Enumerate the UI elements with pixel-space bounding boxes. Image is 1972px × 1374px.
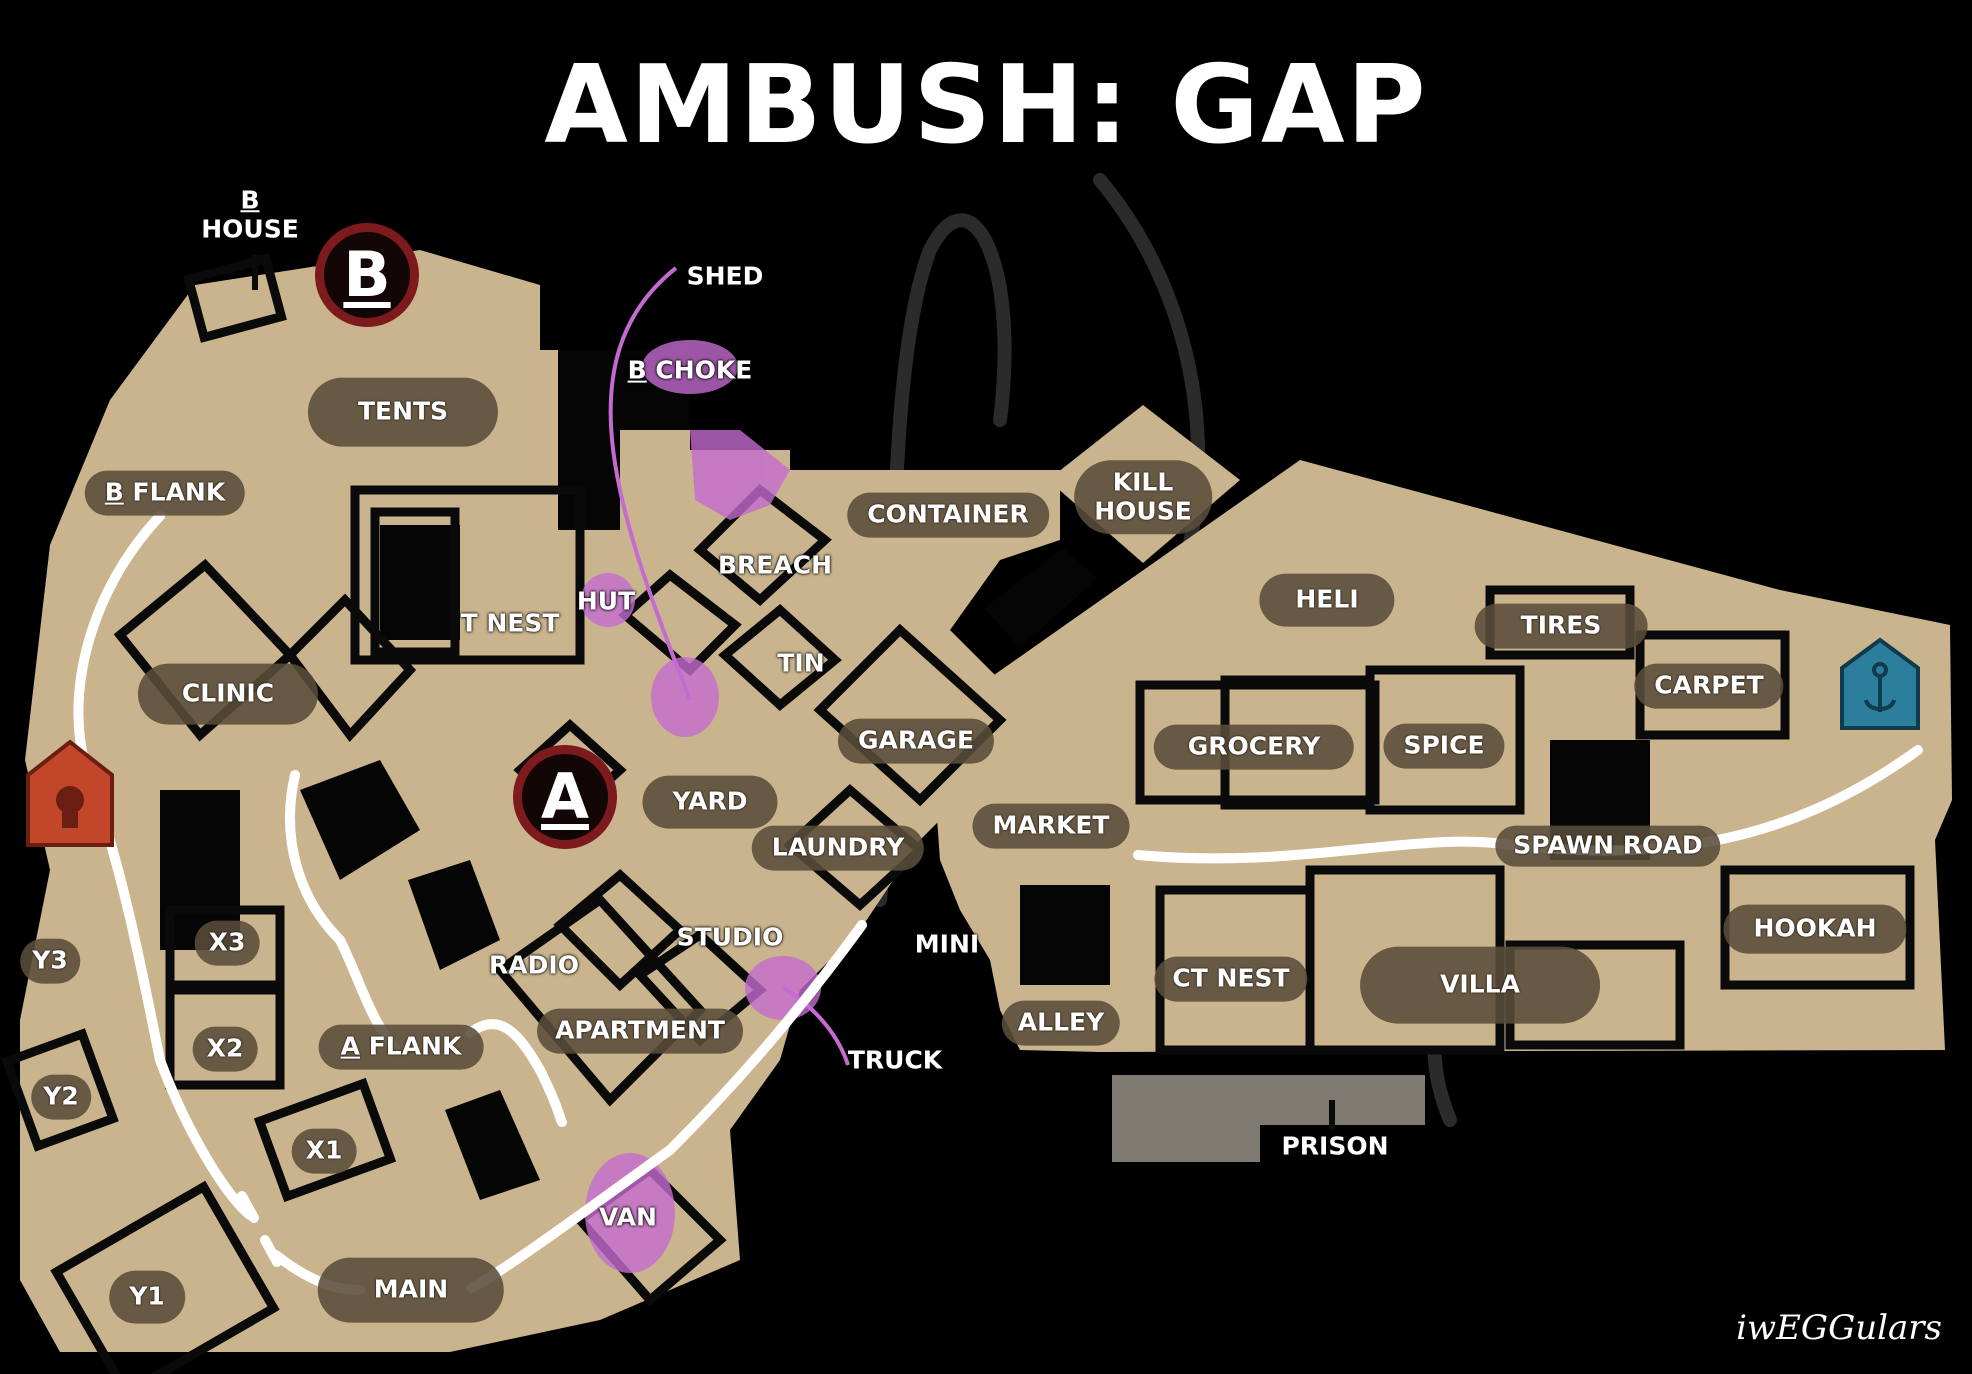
callout-spice: SPICE <box>1383 723 1505 769</box>
callout-breach: BREACH <box>717 550 833 580</box>
callout-kill-house: KILL HOUSE <box>1074 460 1212 534</box>
void-blocks <box>160 350 1650 1200</box>
bombsite-a-letter: A <box>541 760 589 833</box>
bombsite-b-letter: B <box>343 238 391 311</box>
callout-mini: MINI <box>914 929 980 959</box>
callout-b-flank: B FLANK <box>84 470 246 516</box>
callout-hookah: HOOKAH <box>1723 904 1907 954</box>
bombsite-a-marker: A <box>513 745 617 849</box>
callout-van: VAN <box>599 1202 657 1232</box>
callout-carpet: CARPET <box>1634 663 1784 709</box>
callout-y2: Y2 <box>31 1074 91 1120</box>
callout-shed: SHED <box>686 261 764 291</box>
callout-clinic: CLINIC <box>137 663 319 725</box>
callout-laundry: LAUNDRY <box>751 825 925 871</box>
callout-b-house-letter: B <box>240 185 260 215</box>
callout-main: MAIN <box>317 1257 505 1323</box>
callout-grocery: GROCERY <box>1153 724 1355 770</box>
callout-hut: HUT <box>576 586 636 616</box>
callout-villa: VILLA <box>1360 946 1600 1024</box>
house-skull-icon <box>26 739 114 847</box>
callout-x2: X2 <box>192 1026 258 1072</box>
callout-x1: X1 <box>291 1128 357 1174</box>
callout-b-flank-letter: B <box>104 477 124 507</box>
callout-b-choke-letter: B <box>627 355 647 385</box>
callout-studio: STUDIO <box>676 922 784 952</box>
callout-x3: X3 <box>194 920 260 966</box>
callout-y1: Y1 <box>109 1270 185 1324</box>
callout-tires: TIRES <box>1474 603 1648 649</box>
callout-y3: Y3 <box>20 938 80 984</box>
callout-tents: TENTS <box>307 377 499 447</box>
callout-garage: GARAGE <box>837 718 995 764</box>
callout-b-choke-word: CHOKE <box>646 355 753 385</box>
map-title: AMBUSH: GAP <box>544 43 1428 168</box>
callout-b-house: B HOUSE <box>201 185 299 244</box>
callout-a-flank: A FLANK <box>318 1024 484 1070</box>
callout-b-house-word: HOUSE <box>201 214 299 243</box>
callout-a-flank-letter: A <box>340 1031 360 1061</box>
callout-truck: TRUCK <box>847 1045 943 1075</box>
prison-strip <box>1112 1075 1425 1162</box>
callout-spawn-road: SPAWN ROAD <box>1495 825 1721 867</box>
callout-radio: RADIO <box>489 950 579 980</box>
callout-kill-house-line2: HOUSE <box>1094 496 1192 525</box>
callout-leaders <box>608 266 850 1066</box>
bombsite-b-marker: B <box>315 223 419 327</box>
callout-prison: PRISON <box>1281 1131 1389 1161</box>
callout-b-flank-word: FLANK <box>123 477 226 507</box>
callout-a-flank-word: FLANK <box>360 1031 462 1061</box>
callout-apartment: APARTMENT <box>537 1008 743 1054</box>
callout-pointers <box>252 255 1335 1130</box>
house-anchor-icon <box>1840 637 1920 730</box>
callout-kill-house-line1: KILL <box>1112 467 1174 497</box>
callout-yard: YARD <box>642 775 778 829</box>
callout-market: MARKET <box>972 803 1130 849</box>
choke-highlights <box>581 340 821 1273</box>
callout-ct-nest: CT NEST <box>1154 956 1308 1002</box>
callout-tin: TIN <box>777 648 825 678</box>
callout-heli: HELI <box>1259 573 1395 627</box>
callout-t-nest: T NEST <box>460 608 560 638</box>
callout-alley: ALLEY <box>1001 1000 1121 1046</box>
callout-b-choke: B CHOKE <box>627 355 753 386</box>
artist-signature: iwEGGulars <box>1736 1308 1942 1348</box>
callout-container: CONTAINER <box>847 492 1049 538</box>
